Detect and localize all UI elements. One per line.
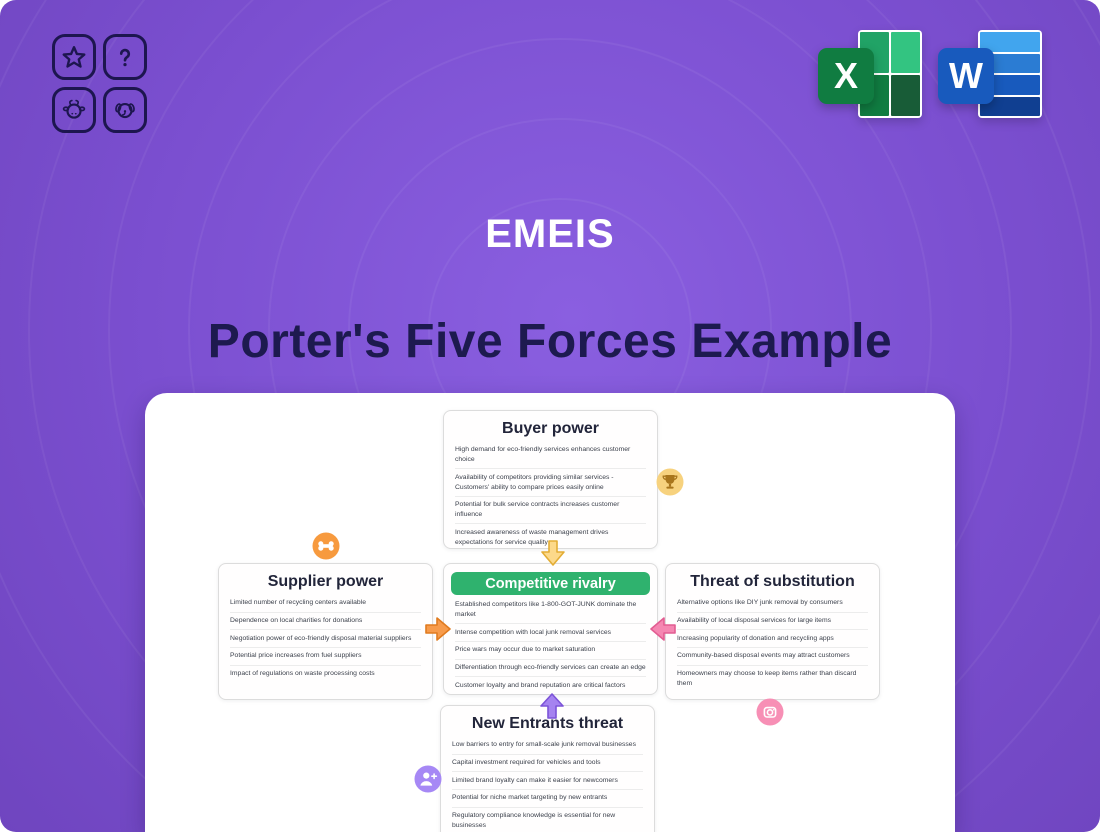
diagram-card: Buyer power High demand for eco-friendly… — [145, 393, 955, 832]
list-item: Customer loyalty and brand reputation ar… — [455, 676, 646, 694]
word-sheet — [978, 30, 1042, 118]
box-title: Threat of substitution — [690, 573, 855, 590]
list-item: Dependence on local charities for donati… — [230, 611, 421, 630]
list-item: Established competitors like 1-800-GOT-J… — [455, 601, 637, 619]
arrow-right-icon — [425, 617, 451, 646]
dog-icon — [103, 87, 147, 133]
list-item: High demand for eco-friendly services en… — [455, 446, 631, 464]
box-items: Established competitors like 1-800-GOT-J… — [444, 597, 657, 701]
list-item: Community-based disposal events may attr… — [677, 646, 868, 665]
box-threat-of-substitution: Threat of substitution Alternative optio… — [665, 563, 880, 700]
list-item: Low barriers to entry for small-scale ju… — [452, 741, 636, 749]
list-item: Potential price increases from fuel supp… — [230, 646, 421, 665]
box-title: Buyer power — [502, 420, 599, 437]
box-new-entrants-threat: New Entrants threat Low barriers to entr… — [440, 705, 655, 832]
list-item: Price wars may occur due to market satur… — [455, 641, 646, 659]
excel-icon[interactable]: X — [818, 28, 922, 122]
brand-name: EMEIS — [485, 212, 615, 256]
list-item: Alternative options like DIY junk remova… — [677, 599, 843, 607]
word-icon[interactable]: W — [938, 28, 1042, 122]
list-item: Negotiation power of eco-friendly dispos… — [230, 629, 421, 647]
list-item: Potential for niche market targeting by … — [452, 788, 643, 807]
box-title: Competitive rivalry — [451, 572, 650, 595]
box-competitive-rivalry: Competitive rivalry Established competit… — [443, 563, 658, 695]
question-icon — [103, 34, 147, 80]
list-item: Limited number of recycling centers avai… — [230, 599, 367, 607]
camera-icon — [755, 697, 785, 727]
page-title: Porter's Five Forces Example — [207, 315, 893, 368]
brand-logo[interactable] — [52, 34, 147, 133]
box-items: Alternative options like DIY junk remova… — [666, 595, 879, 699]
list-item: Impact of regulations on waste processin… — [230, 664, 421, 683]
box-items: Low barriers to entry for small-scale ju… — [441, 737, 654, 832]
list-item: Increased awareness of waste management … — [455, 523, 646, 550]
user-plus-icon — [413, 764, 443, 794]
excel-letter: X — [818, 48, 874, 104]
box-buyer-power: Buyer power High demand for eco-friendly… — [443, 410, 658, 549]
box-items: High demand for eco-friendly services en… — [444, 442, 657, 558]
list-item: Intense competition with local junk remo… — [455, 623, 646, 641]
list-item: Availability of competitors providing si… — [455, 468, 646, 495]
box-title: New Entrants threat — [471, 715, 624, 732]
arrow-left-icon — [650, 617, 676, 646]
star-icon — [52, 34, 96, 80]
word-letter: W — [938, 48, 994, 104]
list-item: Availability of local disposal services … — [677, 611, 868, 630]
list-item: Limited brand loyalty can make it easier… — [452, 771, 643, 789]
arrow-up-icon — [540, 693, 564, 724]
list-item: Increasing popularity of donation and re… — [677, 629, 868, 647]
cow-icon — [52, 87, 96, 133]
list-item: Potential for bulk service contracts inc… — [455, 495, 646, 523]
trophy-icon — [655, 467, 685, 497]
bone-icon — [311, 531, 341, 561]
box-title: Supplier power — [267, 573, 384, 590]
box-supplier-power: Supplier power Limited number of recycli… — [218, 563, 433, 700]
list-item: Homeowners may choose to keep items rath… — [677, 664, 868, 692]
list-item: Regulatory compliance knowledge is essen… — [452, 806, 643, 832]
list-item: Capital investment required for vehicles… — [452, 753, 643, 772]
arrow-down-icon — [541, 540, 565, 571]
box-items: Limited number of recycling centers avai… — [219, 595, 432, 689]
list-item: Differentiation through eco-friendly ser… — [455, 658, 646, 677]
